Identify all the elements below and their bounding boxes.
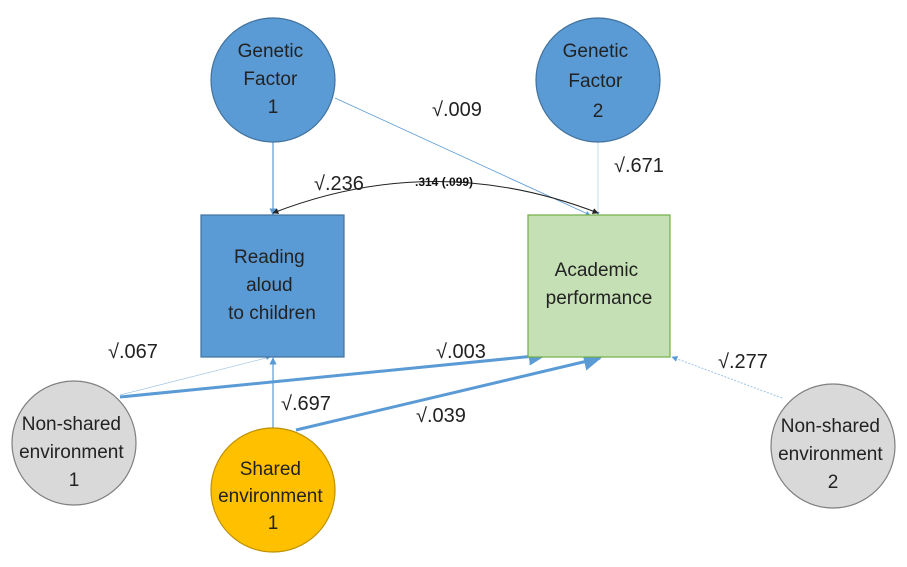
svg-text:Non-shared environment: Non-shared environment 2 bbox=[778, 416, 888, 493]
label-nonshared2-academic: √.277 bbox=[718, 351, 768, 373]
label-correlation: .314 (.099) bbox=[415, 175, 473, 189]
svg-text:Reading aloud to c: Reading aloud to children bbox=[228, 247, 316, 324]
node-shared-environment-1: Shared environment 1 bbox=[210, 427, 336, 553]
svg-text:Academic performance: Academic performance bbox=[546, 260, 653, 309]
label-shared1-reading: √.697 bbox=[281, 393, 331, 415]
node-nonshared-environment-2: Non-shared environment 2 bbox=[770, 383, 896, 509]
edge-nonshared1-academic bbox=[119, 347, 547, 399]
node-genetic-factor-2: Genetic Factor 2 bbox=[535, 17, 661, 143]
label-shared1-academic: √.039 bbox=[416, 405, 466, 427]
node-genetic-factor-1: Genetic Factor 1 bbox=[210, 17, 336, 143]
svg-text:Genetic Factor 2: Genetic Factor 2 bbox=[563, 41, 634, 122]
svg-text:Genetic Factor 1: Genetic Factor 1 bbox=[238, 41, 309, 118]
label-nonshared1-academic: √.003 bbox=[436, 341, 486, 363]
edge-correlation bbox=[272, 181, 599, 214]
edge-nonshared1-reading bbox=[119, 355, 271, 396]
label-nonshared1-reading: √.067 bbox=[108, 341, 158, 363]
svg-text:Non-shared environment: Non-shared environment 1 bbox=[19, 414, 129, 491]
edge-shared1-academic bbox=[295, 352, 602, 432]
label-genetic1-academic: √.009 bbox=[432, 99, 482, 121]
node-nonshared-environment-1: Non-shared environment 1 bbox=[11, 380, 137, 506]
node-academic-performance: Academic performance bbox=[527, 214, 671, 358]
edge-genetic1-academic bbox=[334, 97, 591, 216]
node-reading-aloud: Reading aloud to children bbox=[200, 214, 345, 358]
label-genetic1-reading: √.236 bbox=[314, 173, 364, 195]
svg-text:Shared environment: Shared environment 1 bbox=[218, 459, 328, 534]
label-genetic2-academic: √.671 bbox=[614, 155, 664, 177]
